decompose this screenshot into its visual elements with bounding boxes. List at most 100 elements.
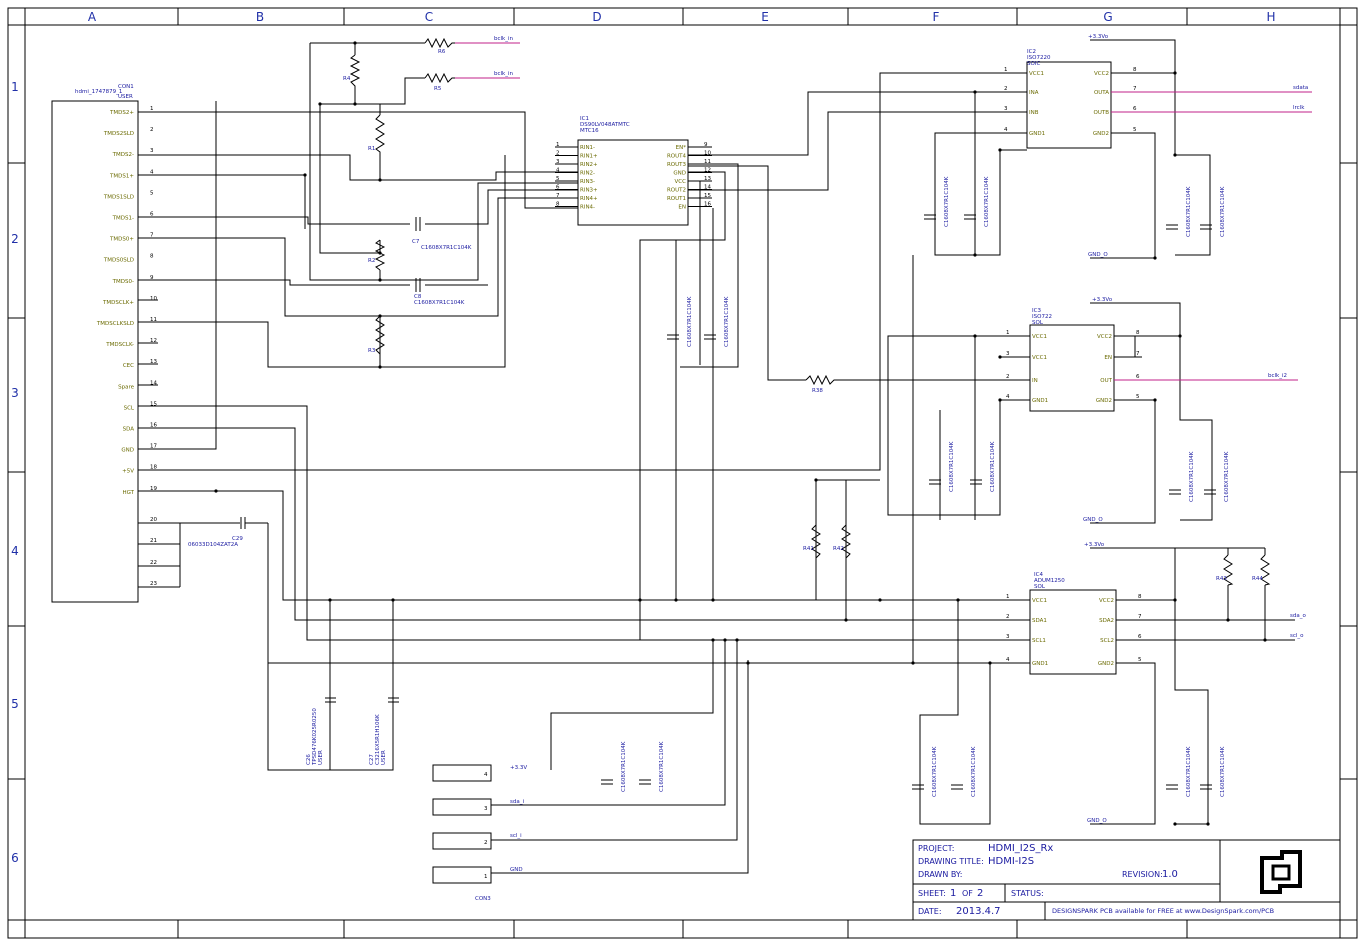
pin-number: 8 [1133, 67, 1137, 73]
resistor-r38: R38 [805, 374, 838, 394]
net-label: sdata [1293, 85, 1308, 91]
grid-row-label: 4 [11, 544, 19, 558]
pin-number: 3 [1006, 351, 1010, 357]
pin-label: GND [121, 448, 134, 454]
pin-number: 2 [484, 840, 488, 846]
net-label: scl_i [510, 833, 522, 839]
pin-label: VCC [675, 179, 687, 185]
project-label: PROJECT: [918, 844, 954, 853]
pin-label: VCC1 [1029, 71, 1044, 77]
ic-package: SOIC [1027, 61, 1040, 67]
pin-label: HGT [122, 490, 134, 496]
junction-dot [1206, 822, 1210, 826]
net-label: sda_o [1290, 613, 1306, 619]
pin-label: TMDSCLK- [105, 342, 134, 348]
grid-col-label: B [256, 10, 264, 24]
resistor-ref: R38 [812, 388, 823, 394]
pin-number: 6 [150, 212, 154, 218]
resistor-ref: R2 [368, 258, 375, 264]
pin-label: ROUT3 [667, 162, 687, 168]
ic-ref: IC2 [1027, 49, 1036, 55]
pin-label: GND2 [1098, 661, 1114, 667]
bypass-capacitor: C1608X7R1C104K [1204, 451, 1230, 502]
ic-part: ISO722 [1032, 314, 1052, 320]
capacitor-part: C1608X7R1C104K [621, 741, 627, 792]
pin-number: 7 [1136, 351, 1140, 357]
pin-number: 13 [150, 359, 157, 365]
grid-column-labels: A B C D E F G H [88, 10, 1276, 24]
net-label: GND [510, 867, 523, 873]
pin-label: SDA [123, 427, 135, 433]
resistors: R6 R5 R4 R1 R2 R3 R38 R41 [343, 37, 1271, 600]
bypass-capacitor: C1608X7R1C104K [1166, 186, 1192, 237]
junction-dot [1173, 598, 1177, 602]
pin-label: ROUT4 [667, 154, 687, 160]
pin-label: TMDS2+ [109, 110, 134, 116]
pin-label: TMDS0SLD [103, 258, 134, 264]
pin-number: 4 [1004, 127, 1008, 133]
pin-label: IN [1032, 378, 1038, 384]
junction-dot [378, 365, 382, 369]
junction-dot [1263, 638, 1267, 642]
junction-dot [844, 618, 848, 622]
junction-dot [973, 334, 977, 338]
title-block: PROJECT: HDMI_I2S_Rx DRAWING TITLE: HDMI… [912, 839, 1341, 921]
pin-number: 5 [556, 176, 560, 182]
ic1-ds90lv048: IC1 DS90LV048ATMTC MTC16 RIN1-1RIN1+2RIN… [555, 116, 712, 226]
drawn-by-label: DRAWN BY: [918, 870, 962, 879]
resistor-ref: R44 [1252, 576, 1263, 582]
pin-number: 15 [704, 193, 711, 199]
capacitor-part: C3216X5R1H106K [375, 714, 381, 765]
ic4-adum1250: IC4 ADUM1250 SOL VCC11SDA12SCL13GND14VCC… [1002, 572, 1144, 675]
junction-dot [988, 661, 992, 665]
resistor-r6: R6 [424, 37, 455, 55]
connector-ref: CON3 [475, 896, 491, 902]
bypass-capacitor: C1608X7R1C104K [951, 746, 977, 797]
project-value: HDMI_I2S_Rx [988, 843, 1053, 854]
net-label: scl_o [1290, 633, 1304, 639]
junction-dot [735, 638, 739, 642]
junction-dot [998, 398, 1002, 402]
capacitor-part: C1608X7R1C104K [949, 441, 955, 492]
grid-row-label: 2 [11, 232, 19, 246]
bypass-capacitor: C1608X7R1C104K [1169, 451, 1195, 502]
pin-label: VCC1 [1032, 598, 1047, 604]
pin-number: 2 [1006, 614, 1010, 620]
bypass-capacitor: C1608X7R1C104K [970, 441, 996, 492]
capacitor-part: C1608X7R1C104K [971, 746, 977, 797]
pin-number: 22 [150, 560, 157, 566]
pin-label: GND1 [1029, 131, 1045, 137]
bypass-capacitors: C1608X7R1C104K C1608X7R1C104K C1608X7R1C10… [601, 176, 1230, 797]
pin-label: VCC2 [1097, 334, 1112, 340]
pin-number: 1 [150, 106, 154, 112]
connector-pin-box [432, 764, 492, 782]
grid-row-label: 5 [11, 697, 19, 711]
resistor-ref: R5 [434, 86, 442, 92]
pin-number: 2 [150, 127, 154, 133]
ic-ref: IC4 [1034, 572, 1043, 578]
pin-number: 11 [704, 159, 711, 165]
junction-dot [814, 478, 818, 482]
capacitor-part: C1608X7R1C104K [984, 176, 990, 227]
pin-label: VCC1 [1032, 334, 1047, 340]
wiring [138, 39, 1295, 874]
capacitor-part: C1608X7R1C104K [724, 296, 730, 347]
capacitor-part: C1608X7R1C104K [990, 441, 996, 492]
pin-label: INB [1029, 110, 1039, 116]
pin-number: 4 [150, 169, 154, 175]
junction-dot [1173, 153, 1177, 157]
pin-label: Spare [118, 384, 134, 390]
pin-number: 1 [1006, 330, 1010, 336]
junction-dot [638, 598, 642, 602]
pin-number: 16 [150, 423, 157, 429]
hdmi-connector: CON1 hdmi_1747879_1 USER TMDS2+1TMDS2SLD… [51, 84, 181, 603]
net-label: sda_i [510, 799, 524, 805]
pin-label: SCL2 [1100, 638, 1114, 644]
pin-number: 7 [1138, 614, 1142, 620]
junction-dot [973, 90, 977, 94]
capacitor-part: TPSD476K025R0250 [312, 708, 318, 766]
pin-number: 2 [556, 151, 560, 157]
pin-number: 8 [1138, 594, 1142, 600]
